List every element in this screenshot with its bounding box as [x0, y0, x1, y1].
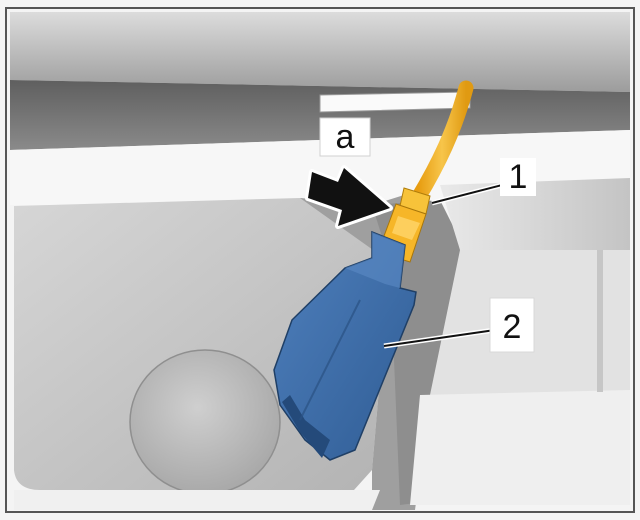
right-block-top: [440, 178, 630, 250]
arrow-label-box: a: [319, 117, 371, 157]
upper-panel: [10, 12, 630, 92]
callout-1-label: 1: [509, 158, 528, 196]
right-block-low: [410, 390, 630, 505]
callout-2-label: 2: [503, 308, 522, 346]
dark-beam: [10, 80, 630, 150]
yellow-cable: [410, 80, 474, 206]
round-boss: [129, 349, 281, 495]
arrow-label: a: [336, 118, 355, 156]
frame-border: [5, 7, 635, 513]
bracket-plate: [319, 91, 471, 113]
callout-2: 2: [383, 297, 535, 353]
callout-1: 1: [431, 158, 536, 206]
blue-housing: [273, 230, 417, 461]
arrow-right-icon: [305, 165, 393, 229]
floor-strip: [14, 490, 380, 510]
